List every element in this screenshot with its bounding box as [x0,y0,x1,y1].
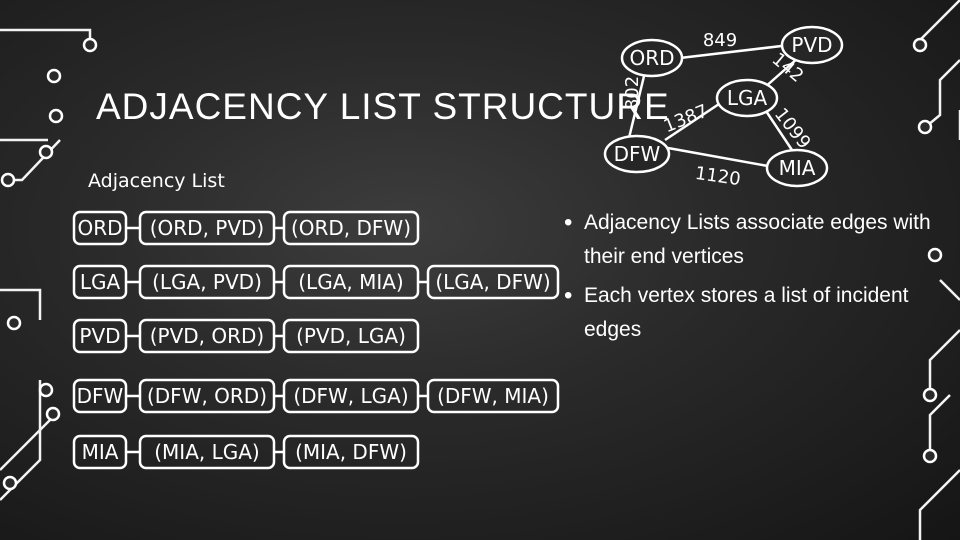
vertex-label-mia: MIA [779,156,816,180]
row-vertex-label: PVD [79,324,120,348]
edge-box [282,318,420,354]
edge-label: (LGA, PVD) [152,270,262,294]
edge-label: (PVD, LGA) [296,324,406,348]
edge-label: (ORD, PVD) [150,216,265,240]
edge-label: (LGA, MIA) [298,270,403,294]
weight-ord-pvd: 849 [703,30,737,51]
vertex-label-dfw: DFW [614,142,661,166]
edge-ord-dfw [626,71,647,143]
bullet-text: Each vertex stores a list of incident ed… [584,284,909,341]
page-subtitle: Adjacency List [88,170,225,192]
bullet-text: Adjacency Lists associate edges with the… [584,211,931,268]
row-vertex-label: DFW [77,384,124,408]
edge-label: (MIA, LGA) [154,440,259,464]
edge-lga-pvd [763,57,799,89]
vertex-lga [715,78,779,118]
edge-lga-mia [762,107,794,151]
vertex-label-pvd: PVD [791,33,832,57]
bullet-dot-icon: • [564,209,573,236]
row-vertex-label: ORD [77,216,122,240]
edge-dfw-lga [664,98,726,142]
edge-box [282,434,420,470]
edge-box [426,264,560,300]
edge-label: (MIA, DFW) [295,440,407,464]
bullet-dot-icon: • [564,282,573,309]
vertex-mia [765,148,829,188]
edge-dfw-mia [667,146,769,168]
edge-label: (DFW, MIA) [437,384,549,408]
edge-label: (ORD, DFW) [291,216,411,240]
weight-ord-dfw: 802 [622,76,643,110]
vertex-label-ord: ORD [629,46,674,70]
bullet-item: • Each vertex stores a list of incident … [564,279,954,347]
row-vertex-label: LGA [80,270,121,294]
vertex-dfw [603,134,671,174]
row-vertex-label: MIA [82,440,119,464]
edge-label: (DFW, ORD) [147,384,267,408]
vertex-ord [620,38,684,78]
vertex-pvd [780,25,844,65]
edge-label: (PVD, ORD) [150,324,265,348]
bullet-list: • Adjacency Lists associate edges with t… [564,206,954,352]
edge-ord-pvd [679,43,791,60]
bullet-item: • Adjacency Lists associate edges with t… [564,206,954,274]
vertex-label-lga: LGA [727,86,768,110]
page-title: ADJACENCY LIST STRUCTURE [96,86,670,127]
edge-label: (LGA, DFW) [435,270,550,294]
edge-box [282,210,420,246]
edge-box [426,378,560,414]
edge-label: (DFW, LGA) [293,384,408,408]
